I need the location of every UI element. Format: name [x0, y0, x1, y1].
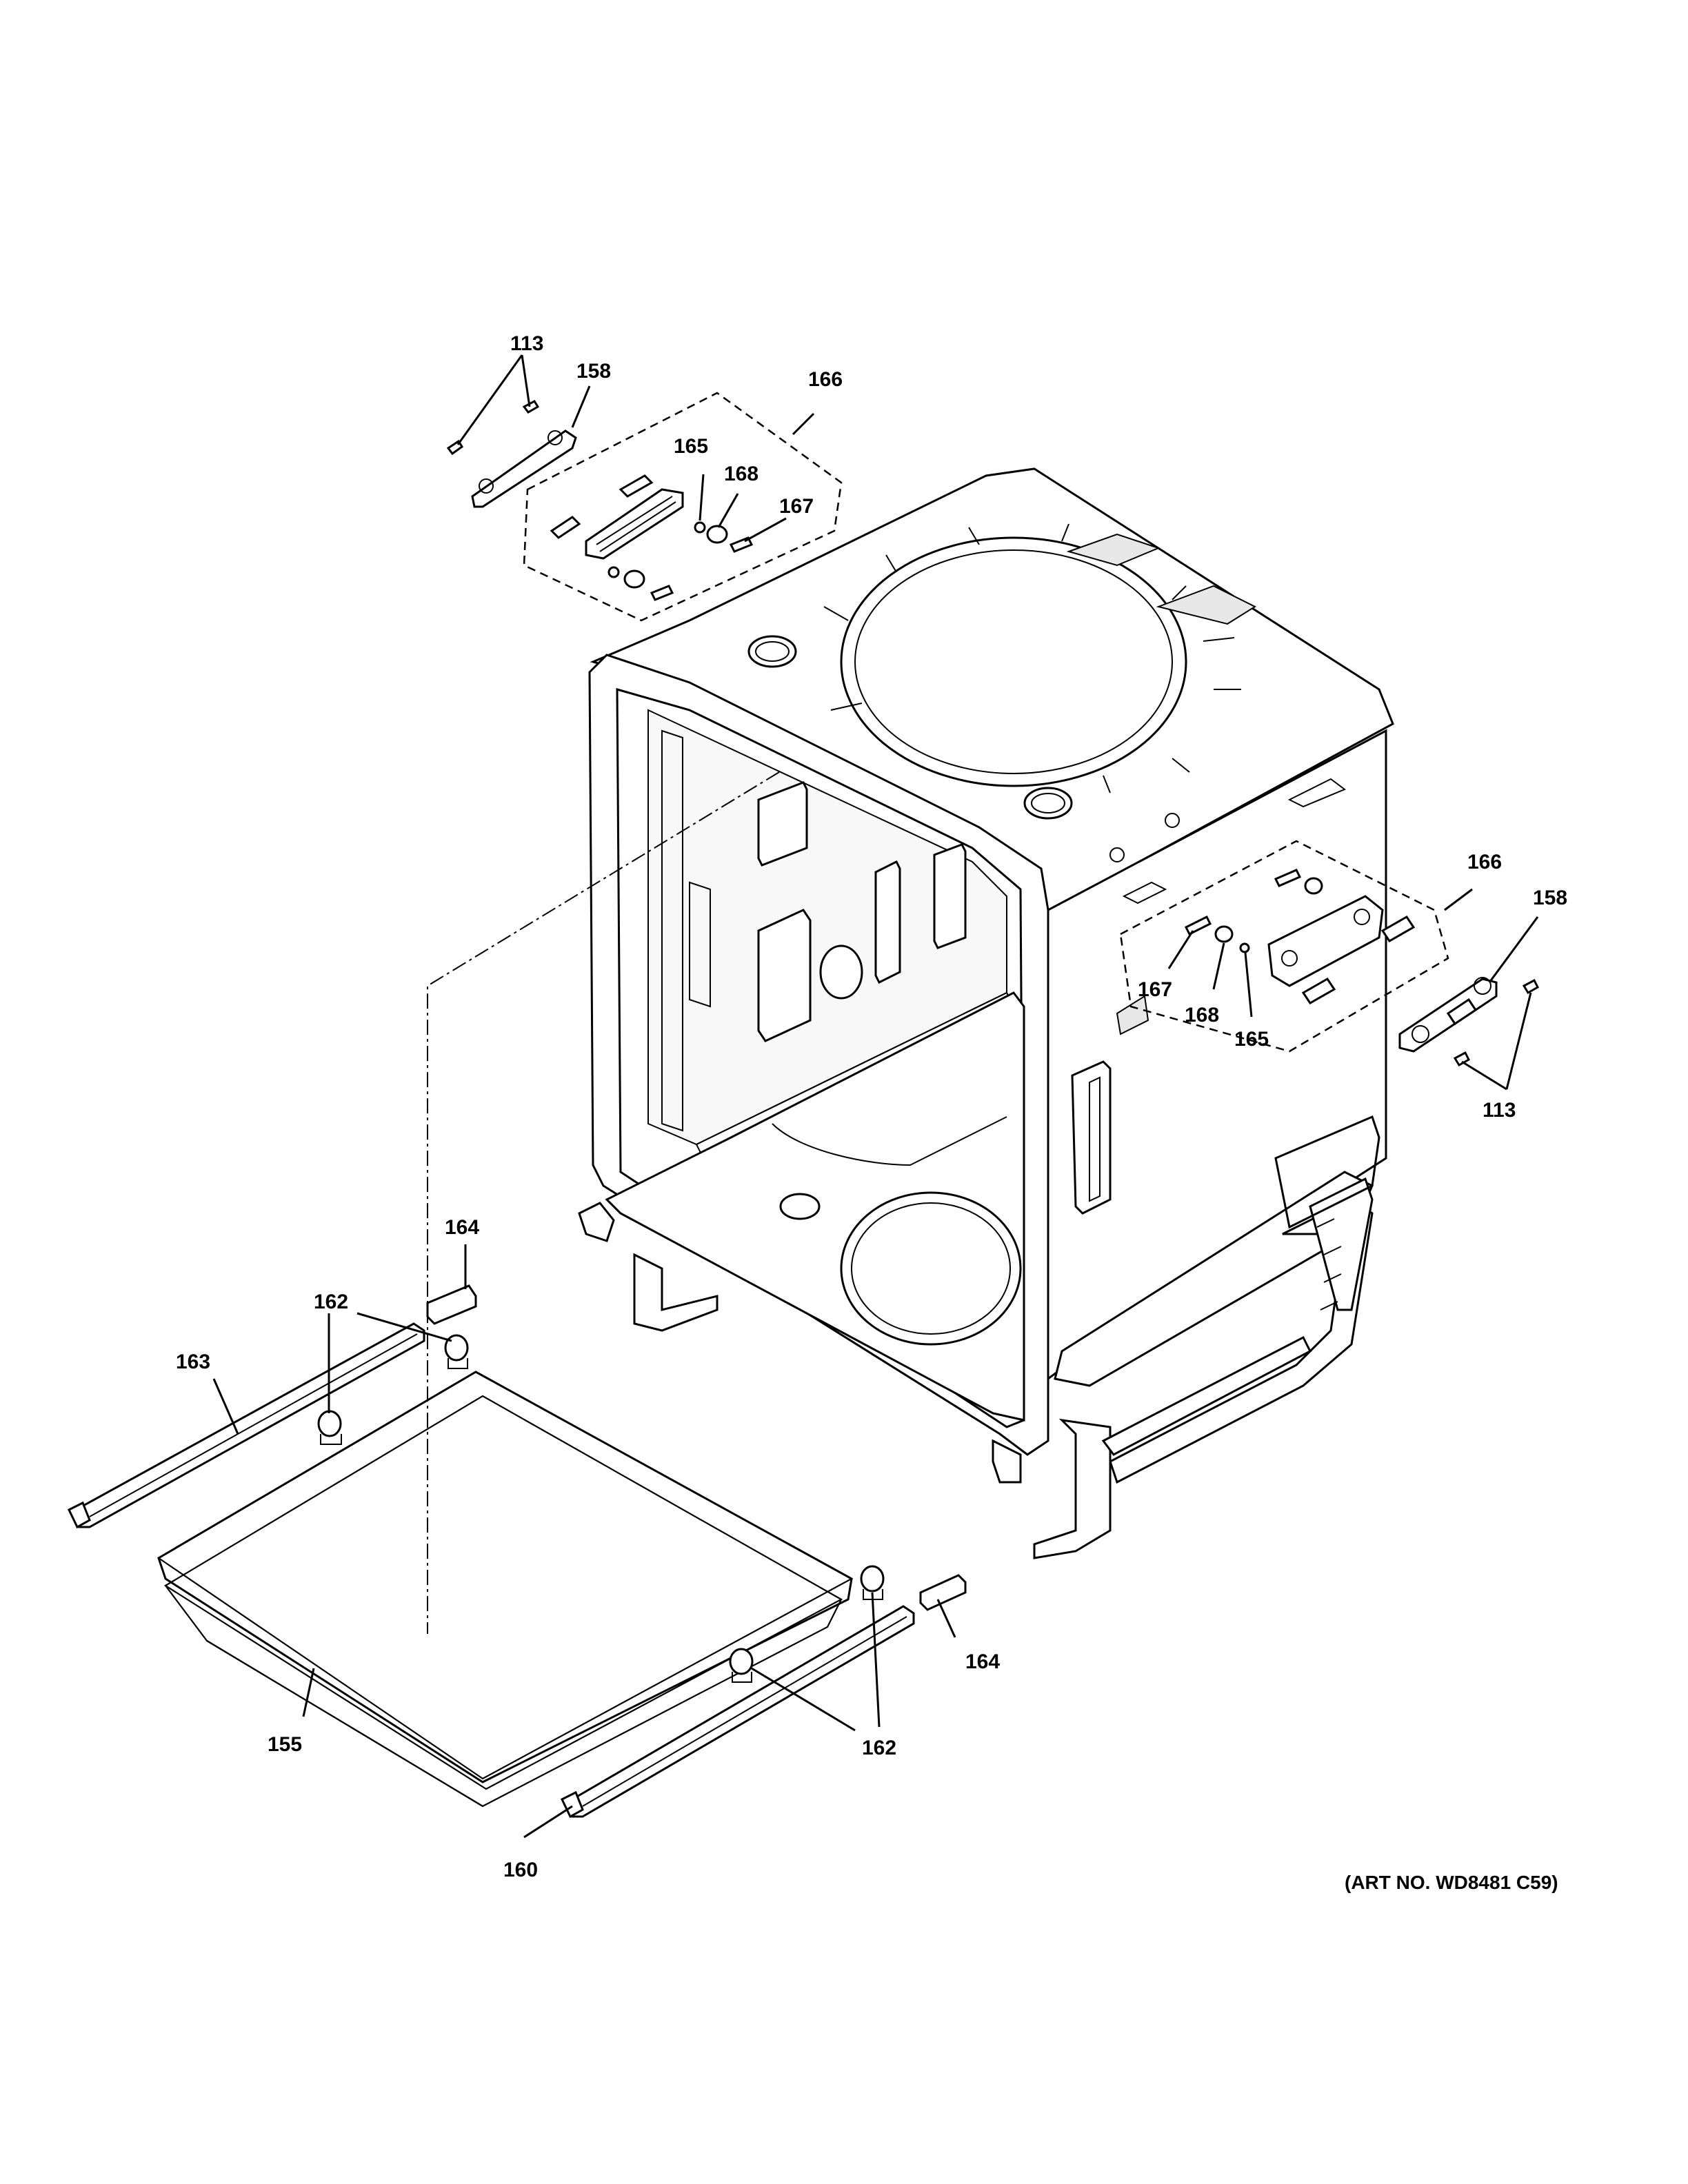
rack-rails: [68, 1284, 967, 1819]
callout-163: 163: [176, 1351, 210, 1373]
roller-162-a: [317, 1410, 342, 1445]
callout-164-upper: 164: [445, 1216, 479, 1239]
end-cap-164-upper: [426, 1284, 477, 1325]
right-hinge-assembly: [1119, 840, 1539, 1067]
hinge-bracket-158-top: [471, 429, 577, 508]
callout-166-top: 166: [808, 368, 843, 391]
callout-113-right: 113: [1483, 1099, 1516, 1122]
top-hinge-assembly: [446, 392, 843, 622]
callout-162-upper: 162: [314, 1291, 348, 1313]
dishwasher-tub: [578, 467, 1394, 1559]
callout-165-top: 165: [674, 435, 708, 458]
callout-166-right: 166: [1467, 851, 1502, 873]
callout-162-lower: 162: [862, 1737, 896, 1759]
callout-labels: 113 158 166 165 168 167 166 158 167 168 …: [176, 332, 1567, 1893]
callout-113-top: 113: [510, 332, 543, 355]
callout-158-top: 158: [576, 360, 611, 383]
lower-rack-155: [157, 1371, 854, 1808]
callout-165-right: 165: [1234, 1028, 1269, 1051]
art-number: (ART NO. WD8481 C59): [1345, 1872, 1558, 1893]
callout-168-right: 168: [1185, 1004, 1219, 1027]
callout-160: 160: [503, 1859, 538, 1881]
callout-164-lower: 164: [965, 1650, 1000, 1673]
kit-outline-top: [523, 392, 843, 622]
callout-158-right: 158: [1533, 887, 1567, 909]
leader-lines: [212, 354, 1539, 1839]
callout-167-top: 167: [779, 495, 814, 518]
roller-162-d: [729, 1648, 754, 1683]
callout-167-right: 167: [1138, 978, 1172, 1001]
centerline: [427, 771, 780, 1634]
callout-155: 155: [268, 1733, 302, 1756]
kit-outline-right: [1119, 840, 1449, 1053]
callout-168-top: 168: [724, 463, 758, 485]
end-cap-164-lower: [919, 1574, 967, 1611]
